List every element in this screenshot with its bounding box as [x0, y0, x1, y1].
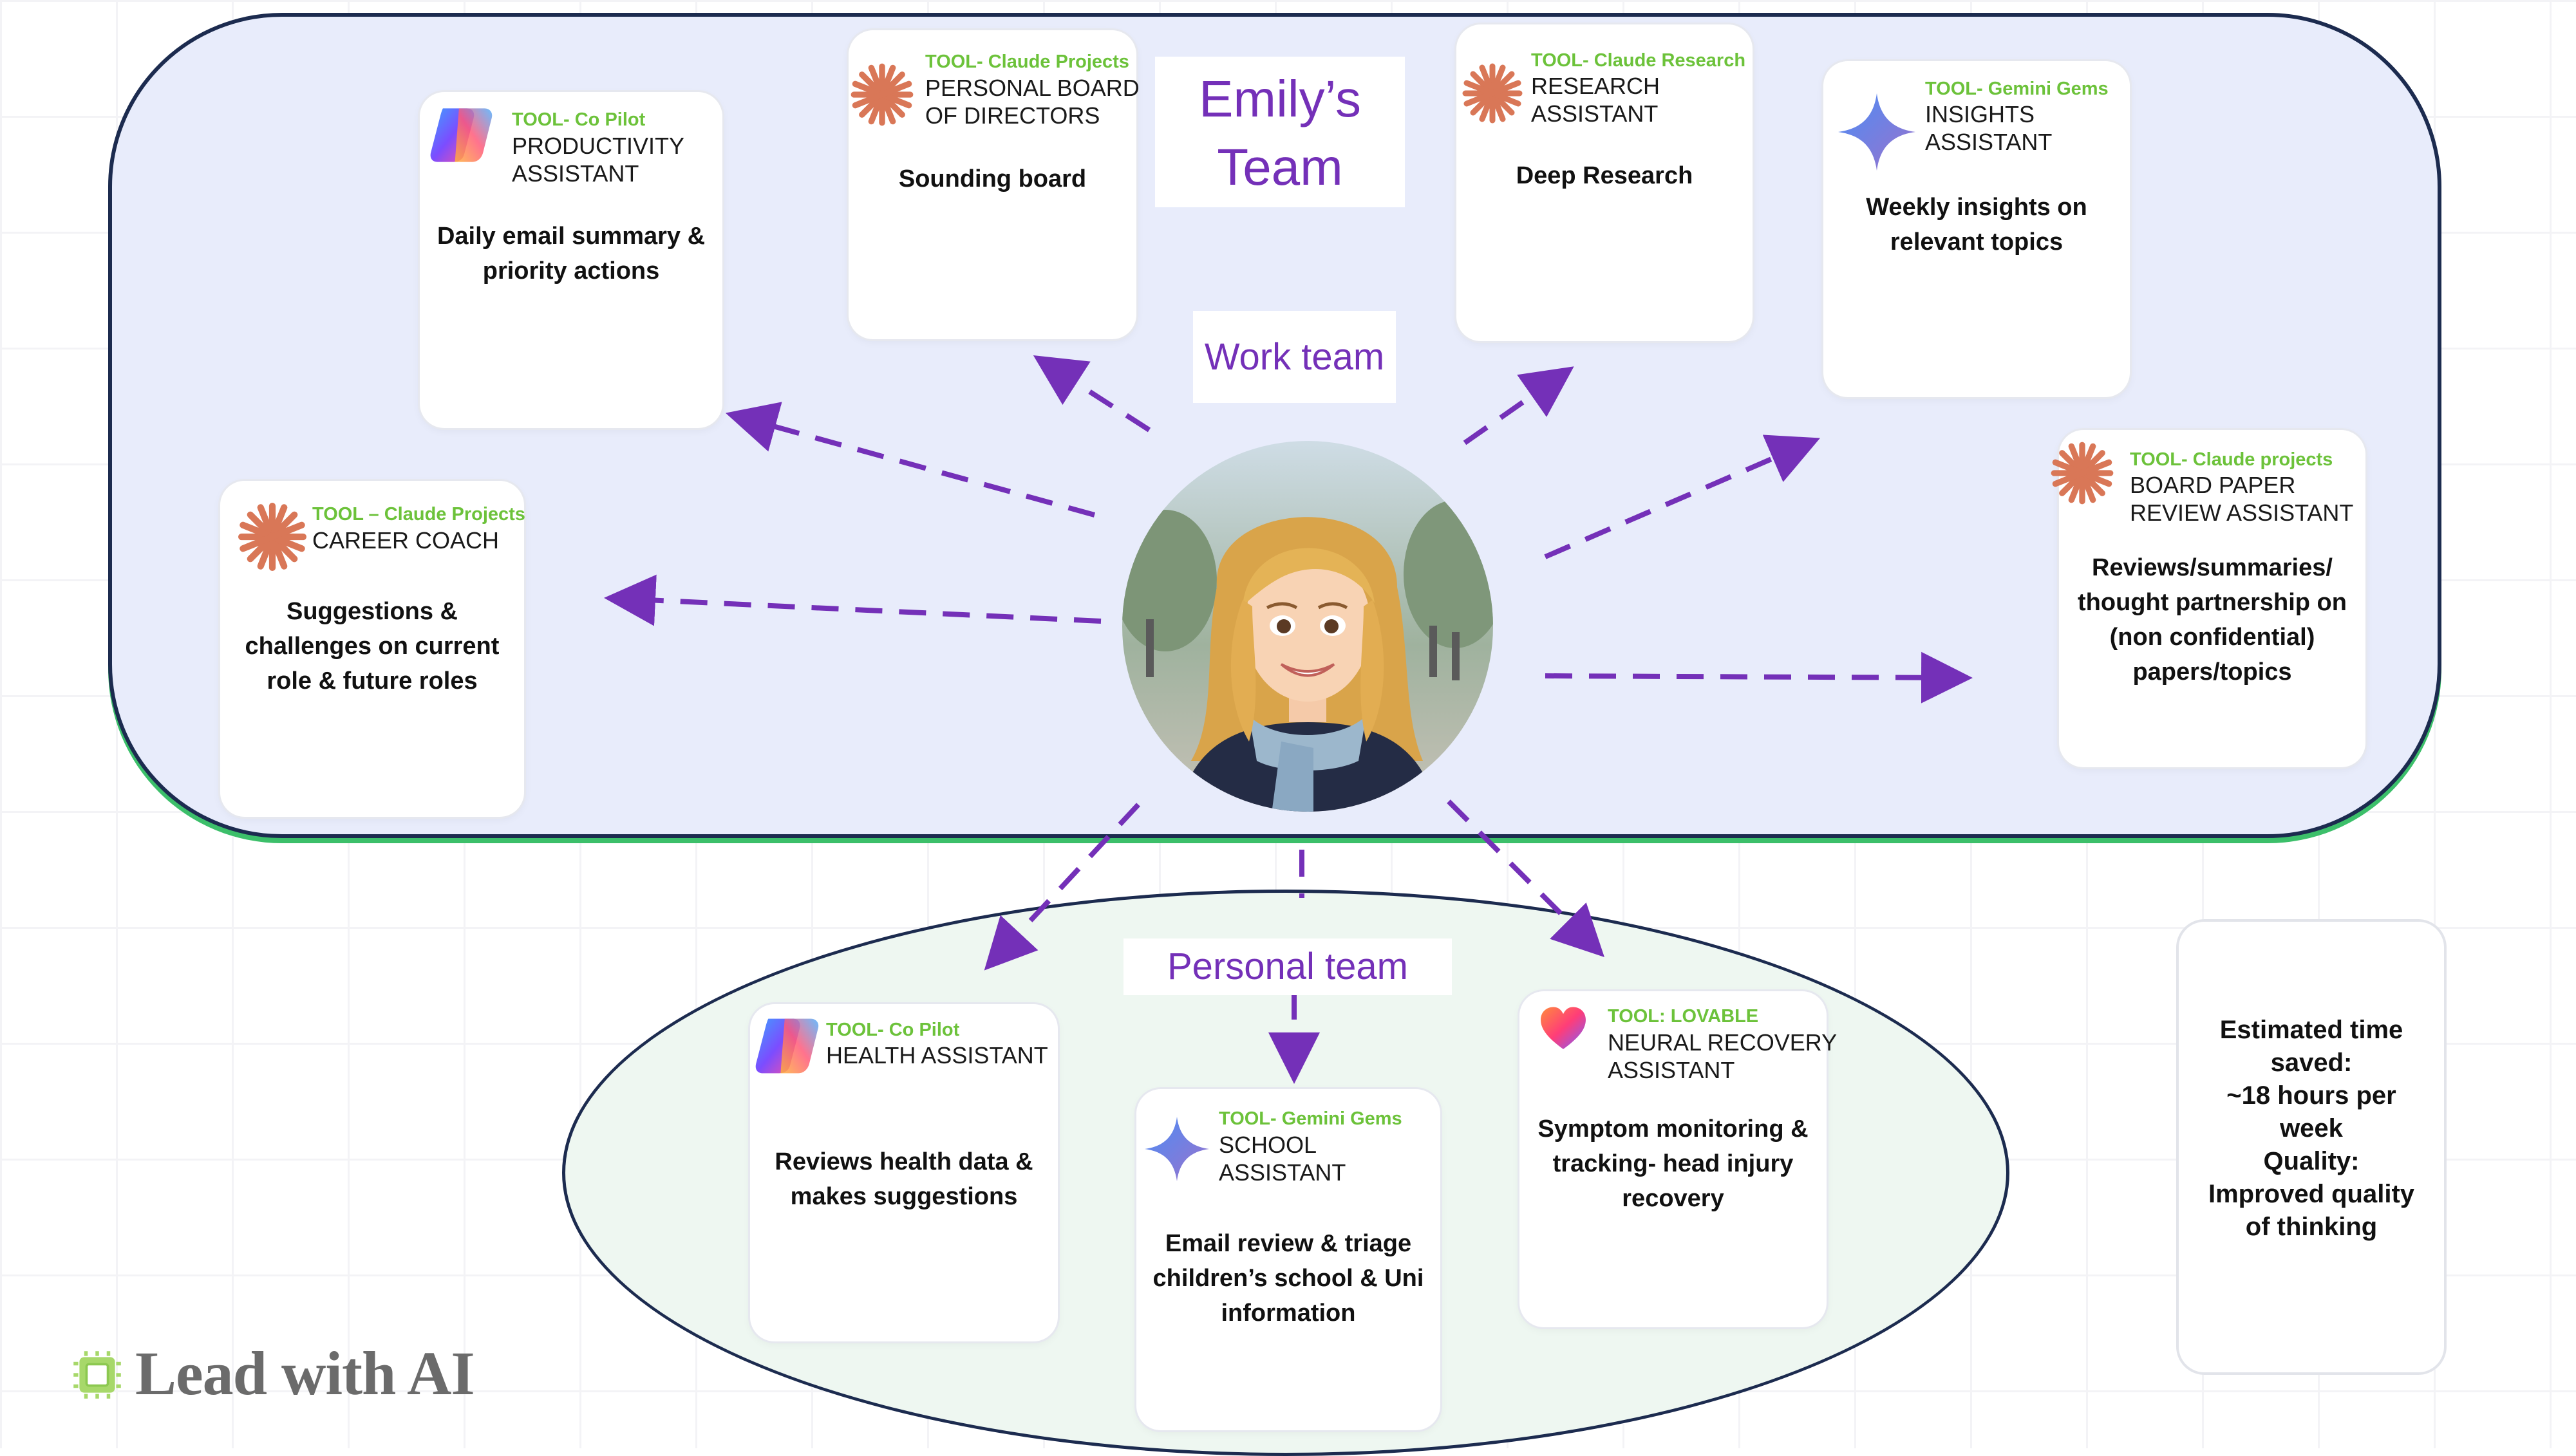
assistant-description: Email review & triage children’s school … [1152, 1230, 1424, 1327]
assistant-name: SCHOOL ASSISTANT [1219, 1132, 1346, 1186]
title-line2: Team [1217, 138, 1343, 196]
assistant-name: BOARD PAPER REVIEW ASSISTANT [2130, 472, 2354, 526]
assistant-description: Weekly insights on relevant topics [1866, 194, 2087, 256]
assistant-name: PRODUCTIVITY ASSISTANT [512, 133, 685, 187]
tool-label: TOOL- Claude Research [1531, 50, 1746, 71]
assistant-description: Symptom monitoring & tracking- head inju… [1537, 1115, 1809, 1212]
arrow-board [1033, 355, 1151, 433]
claude-icon [851, 63, 914, 126]
assistant-description: Sounding board [898, 165, 1087, 192]
assistant-description: Reviews health data & makes suggestions [775, 1148, 1033, 1210]
arrow-health [984, 803, 1140, 971]
tool-label: TOOL- Co Pilot [512, 109, 646, 130]
tool-label: TOOL- Claude Projects [925, 51, 1129, 72]
gemini-icon [1145, 1117, 1209, 1181]
assistant-name: INSIGHTS ASSISTANT [1925, 101, 2053, 155]
assistant-description: Daily email summary & priority actions [437, 223, 706, 285]
title-box: Emily’s Team [1155, 57, 1405, 207]
card-neural-recovery-assistant [1519, 991, 1827, 1327]
arrow-research [1463, 366, 1574, 445]
arrow-insights [1544, 434, 1821, 559]
tool-label: TOOL- Claude projects [2130, 449, 2333, 470]
assistant-name: CAREER COACH [312, 527, 500, 554]
tool-label: TOOL- Gemini Gems [1925, 79, 2109, 99]
copilot-icon [755, 1018, 819, 1074]
logo-text: Lead with AI [135, 1339, 475, 1408]
assistant-description: Reviews/summaries/ thought partnership o… [2078, 554, 2347, 686]
claude-icon [1462, 63, 1523, 124]
copilot-icon [430, 108, 493, 162]
assistant-description: Suggestions & challenges on current role… [245, 598, 500, 695]
tool-label: TOOL- Co Pilot [826, 1020, 960, 1040]
time-saved-box [2176, 919, 2447, 1375]
assistant-name: PERSONAL BOARD OF DIRECTORS [925, 75, 1140, 129]
tool-label: TOOL- Gemini Gems [1219, 1108, 1402, 1129]
time-saved-text: Estimated time saved: ~18 hours per week… [2208, 1016, 2415, 1241]
assistant-name: HEALTH ASSISTANT [826, 1042, 1048, 1069]
claude-icon [2051, 442, 2114, 505]
personal-team-label: Personal team [1123, 938, 1452, 995]
arrow-career [604, 574, 1102, 626]
lovable-heart-icon [1541, 1007, 1586, 1049]
gemini-icon [1838, 93, 1915, 171]
arrow-board-paper [1545, 651, 1973, 704]
work-team-label: Work team [1193, 311, 1396, 403]
emily-avatar [1122, 441, 1493, 812]
arrow-productivity [725, 402, 1096, 518]
assistant-name: RESEARCH ASSISTANT [1531, 73, 1660, 127]
title-line1: Emily’s [1199, 70, 1361, 127]
assistant-description: Deep Research [1516, 162, 1693, 189]
tool-label: TOOL – Claude Projects [312, 504, 525, 525]
claude-icon [238, 502, 307, 572]
chip-icon [73, 1351, 121, 1399]
tool-label: TOOL: LOVABLE [1608, 1006, 1759, 1027]
arrow-neural [1447, 799, 1604, 957]
assistant-name: NEURAL RECOVERY ASSISTANT [1608, 1029, 1838, 1083]
